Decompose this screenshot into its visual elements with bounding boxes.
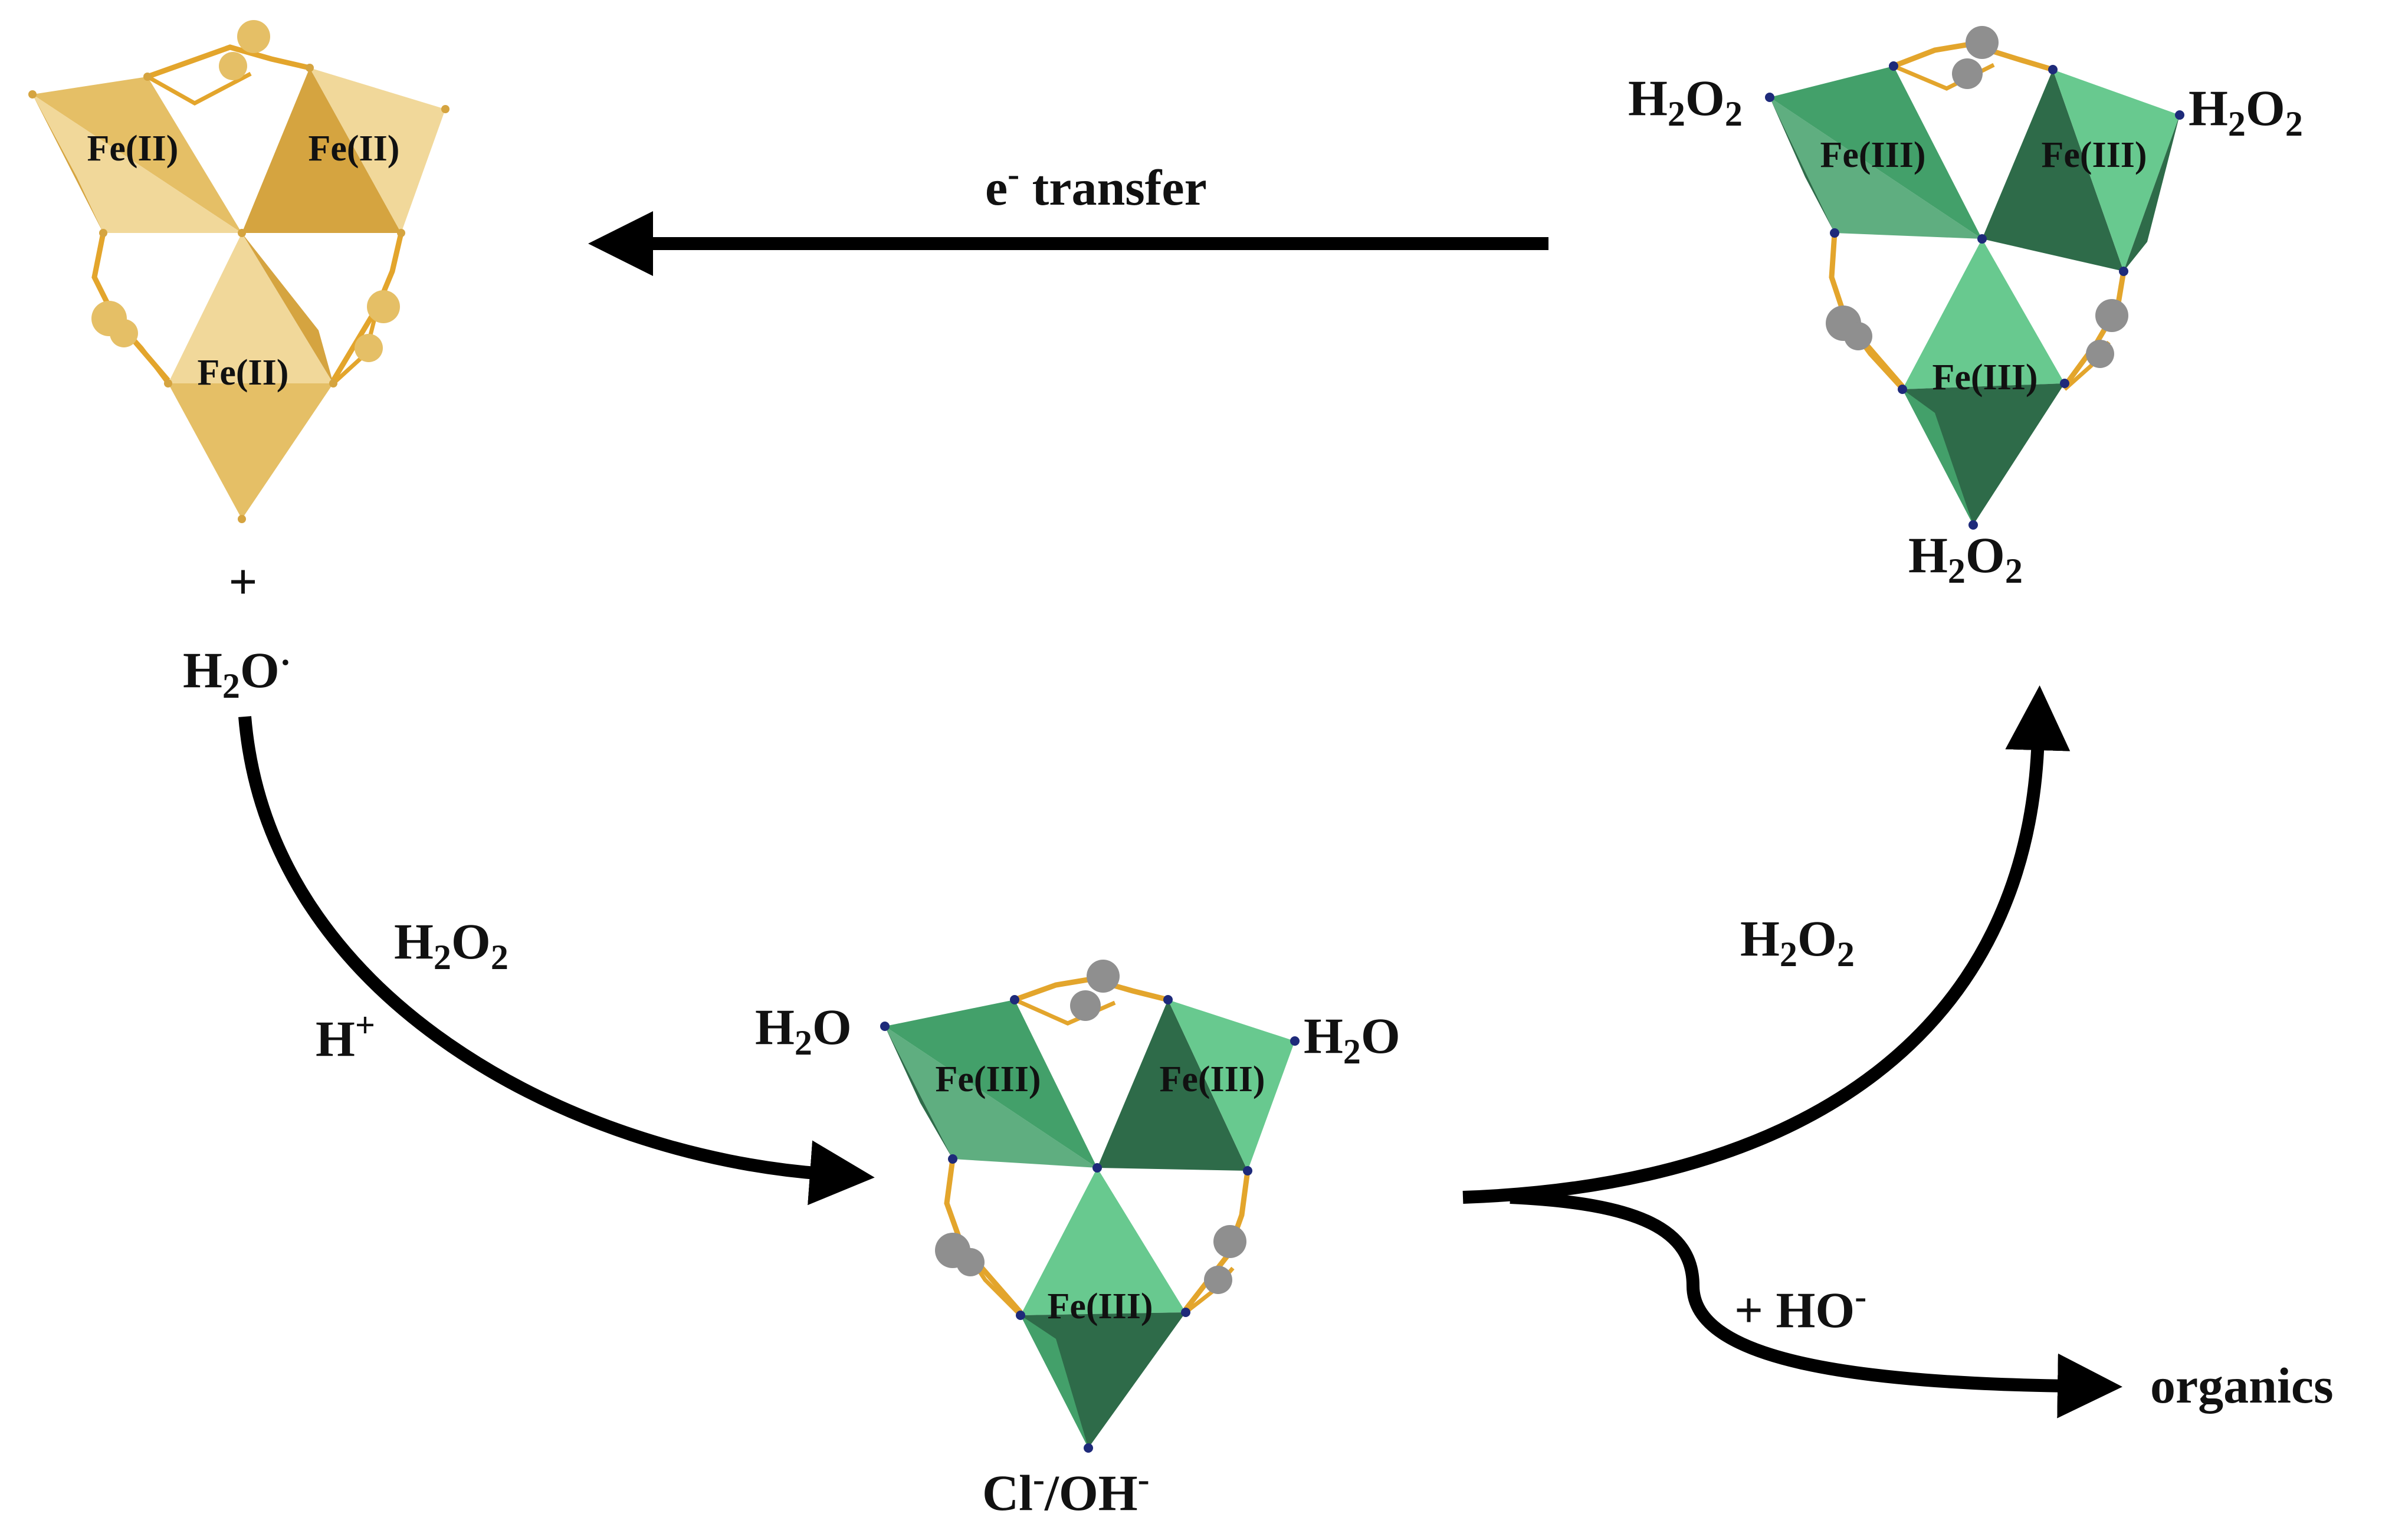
label-organics: organics: [2150, 1357, 2334, 1414]
fe3-bottom-sphere: [1070, 990, 1101, 1021]
fe3-bottom-tetra-right-face1: [1097, 1000, 1248, 1171]
fe3-bottom-tetra-bottom-face1: [1021, 1168, 1186, 1315]
fe2-tetra-bottom-face3: [242, 233, 333, 383]
fe2-sphere: [355, 334, 383, 362]
fe2-cluster: Fe(II) Fe(II) Fe(II): [28, 20, 450, 523]
label-hydroxyl: + HO-: [1734, 1277, 1866, 1338]
fe2-tetra-left-face2: [32, 94, 242, 233]
fe3-top-tetra-bottom-face1: [1902, 239, 2065, 389]
label-h2o2-top-right: H2O2: [2189, 80, 2303, 143]
label-plus: +: [228, 553, 257, 610]
label-electron-transfer: e- transfer: [985, 155, 1207, 216]
fe3-bottom-tetra-left-face1: [885, 1000, 1097, 1168]
fe3-top-tetra-right-face3: [2124, 115, 2180, 271]
fe3-bottom-sphere: [1204, 1266, 1232, 1294]
arrow-to-organics: [1510, 1191, 2122, 1418]
fe3-top-tetra-left-face2: [1770, 97, 1982, 239]
fe2-tetra-right-face1: [242, 68, 401, 233]
fe3-top-tetra-right-face1: [1982, 70, 2124, 271]
fe2-tetra-right-face2: [310, 68, 445, 233]
fe2-label-right: Fe(II): [309, 129, 400, 169]
fe2-tetra-left-face1: [32, 77, 242, 233]
fe2-tetra-bottom-face1: [168, 233, 333, 383]
fe3-bottom-sphere: [956, 1248, 985, 1276]
label-h2o2-top-bottom: H2O2: [1908, 527, 2023, 590]
fe3-top-sphere: [1952, 58, 1983, 89]
fe2-sphere: [110, 319, 138, 347]
label-h2o-radical: H2O·: [183, 642, 291, 705]
fe2-sphere: [219, 52, 247, 80]
fe3-bottom-cluster: Fe(III) Fe(III) Fe(III): [880, 960, 1300, 1453]
fe3-bottom-tetra-bottom-face3: [1021, 1315, 1088, 1448]
fe2-label-bottom: Fe(II): [198, 353, 289, 393]
arrow-to-fe3-bottom: [238, 716, 875, 1206]
fe3-top-sphere: [1844, 322, 1872, 350]
fe3-top-tetra-right-face2: [2053, 70, 2180, 271]
label-h2o2-right-arrow: H2O2: [1740, 910, 1855, 974]
label-h-plus: H+: [316, 1006, 375, 1067]
fe3-top-tetra-bottom-face2: [1902, 383, 2065, 525]
fe3-bottom-label-right: Fe(III): [1159, 1059, 1265, 1099]
fe3-top-cluster: Fe(III) Fe(III) Fe(III): [1765, 26, 2184, 530]
fe3-bottom-label-bottom: Fe(III): [1047, 1286, 1153, 1326]
label-h2o-bottom-right: H2O: [1304, 1007, 1400, 1071]
fe3-top-tetra-bottom-face3: [1902, 389, 1973, 525]
label-h2o2-left: H2O2: [394, 913, 508, 977]
fe2-sphere: [367, 290, 400, 323]
label-h2o-bottom-left: H2O: [755, 999, 852, 1062]
label-h2o2-top-left: H2O2: [1628, 70, 1743, 133]
fe3-top-sphere: [1966, 26, 1999, 59]
label-cl-oh: Cl-/OH-: [982, 1460, 1150, 1521]
fe2-tetra-bottom-face2: [168, 383, 333, 519]
fe3-bottom-sphere: [1213, 1225, 1246, 1258]
fe3-bottom-tetra-bottom-face2: [1021, 1312, 1186, 1448]
fe3-top-tetra-left-face3: [1770, 97, 1835, 233]
fe2-tetra-left-face3: [32, 94, 103, 233]
fe2-vertex-nodes: [28, 64, 450, 523]
fe3-bottom-label-left: Fe(III): [935, 1059, 1041, 1099]
fe3-bottom-tetra-left-face2: [885, 1026, 1097, 1168]
fe3-bottom-tetra-right-face2: [1168, 1000, 1295, 1171]
fe3-top-sphere: [2086, 340, 2114, 368]
fe3-top-vertex-nodes: [1765, 61, 2184, 530]
fe3-bottom-vertex-nodes: [880, 995, 1300, 1453]
fe3-top-label-left: Fe(III): [1820, 135, 1925, 175]
fe3-top-sphere: [2095, 299, 2128, 332]
fe2-sphere: [237, 20, 270, 53]
fe3-bottom-sphere: [1087, 960, 1120, 993]
fe2-label-left: Fe(II): [87, 129, 179, 169]
fe3-top-label-bottom: Fe(III): [1932, 357, 2038, 398]
fe3-bottom-tetra-left-face3: [885, 1026, 953, 1159]
fe3-top-tetra-left-face1: [1770, 66, 1982, 239]
arrow-to-fe3-top: [1462, 685, 2071, 1204]
fe3-top-label-right: Fe(III): [2041, 135, 2147, 175]
